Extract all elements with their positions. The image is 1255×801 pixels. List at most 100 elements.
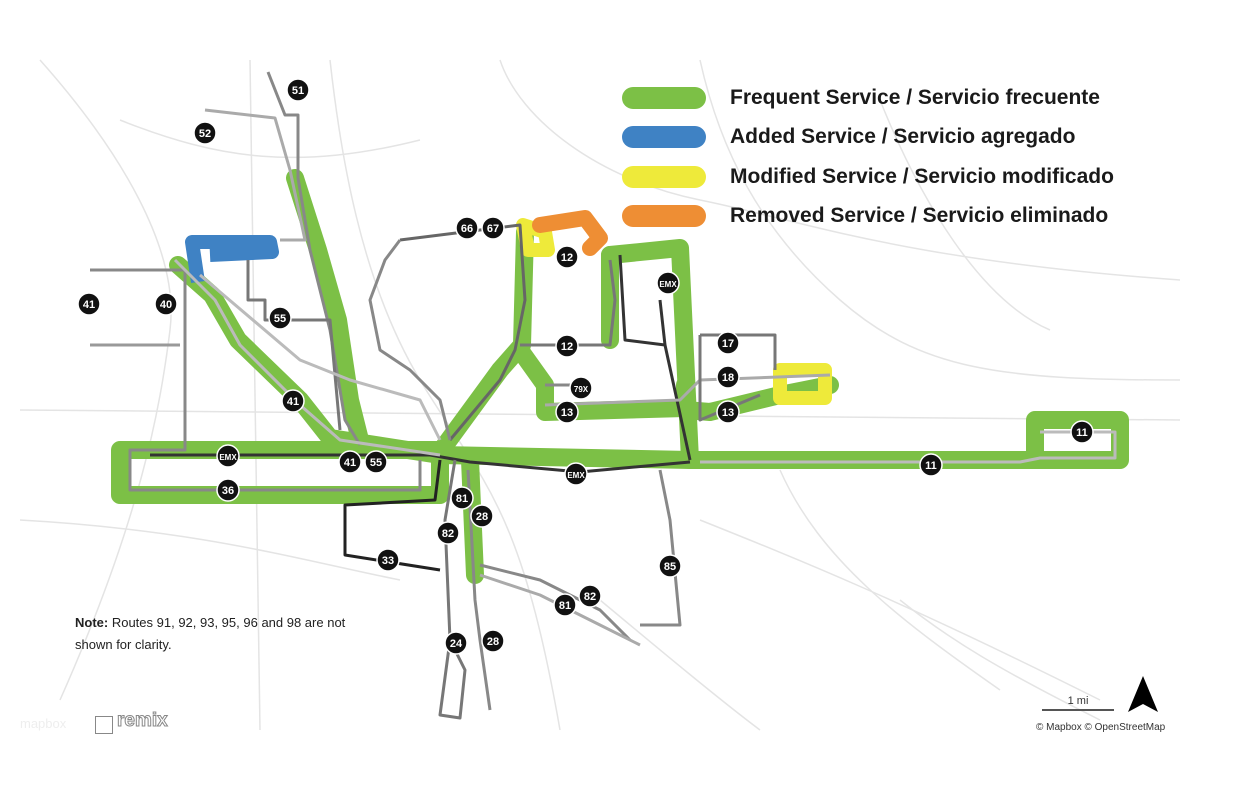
- route-badge-label: 79X: [574, 385, 589, 394]
- route-badge-circle: [77, 292, 101, 316]
- note-text: Routes 91, 92, 93, 95, 96 and 98 are not…: [75, 615, 346, 652]
- route-badge-label: 41: [287, 396, 299, 408]
- route-badge-label: 85: [664, 561, 676, 573]
- note-label: Note:: [75, 615, 109, 630]
- legend-swatch: [622, 86, 706, 109]
- route-badge-emx: EMX: [656, 271, 680, 295]
- route-badge-label: 24: [450, 638, 463, 650]
- route-badge-circle: [578, 584, 602, 608]
- route-badge-circle: [553, 593, 577, 617]
- route-badge-51: 51: [286, 78, 310, 102]
- legend: Frequent Service / Servicio frecuente Ad…: [622, 78, 1114, 236]
- route-badge-82: 82: [578, 584, 602, 608]
- route-badge-66: 66: [455, 216, 479, 240]
- legend-label: Added Service / Servicio agregado: [730, 125, 1076, 149]
- route-badge-label: 67: [487, 223, 499, 235]
- route-badge-label: 82: [584, 591, 596, 603]
- route-badge-28: 28: [481, 629, 505, 653]
- route-badge-41: 41: [281, 389, 305, 413]
- route-badge-circle: [716, 331, 740, 355]
- route-badge-circle: [481, 629, 505, 653]
- route-badge-circle: [455, 216, 479, 240]
- map-note: Note: Routes 91, 92, 93, 95, 96 and 98 a…: [75, 612, 375, 656]
- route-badge-label: 81: [559, 600, 571, 612]
- route-badge-label: 36: [222, 485, 234, 497]
- route-badge-label: 41: [344, 457, 356, 469]
- route-badge-label: 33: [382, 555, 394, 567]
- route-badge-circle: [268, 306, 292, 330]
- route-badge-label: 11: [925, 460, 937, 472]
- route-badge-circle: [656, 271, 680, 295]
- route-badge-circle: [716, 365, 740, 389]
- route-badge-11: 11: [919, 453, 943, 477]
- route-badge-13: 13: [716, 400, 740, 424]
- route-badge-28: 28: [470, 504, 494, 528]
- route-badge-85: 85: [658, 554, 682, 578]
- route-badge-label: 28: [487, 636, 499, 648]
- route-badge-label: 17: [722, 338, 734, 350]
- route-badge-36: 36: [216, 478, 240, 502]
- route-badge-label: 13: [722, 407, 734, 419]
- route-badge-circle: [481, 216, 505, 240]
- attribution[interactable]: © Mapbox © OpenStreetMap: [1036, 722, 1166, 733]
- route-badge-circle: [658, 554, 682, 578]
- route-badge-40: 40: [154, 292, 178, 316]
- route-badge-81: 81: [450, 486, 474, 510]
- route-badge-33: 33: [376, 548, 400, 572]
- route-badge-label: 41: [83, 299, 95, 311]
- route-badge-41: 41: [338, 450, 362, 474]
- route-badge-emx: EMX: [216, 444, 240, 468]
- route-badge-label: 28: [476, 511, 488, 523]
- remix-logo: remix: [117, 710, 169, 732]
- route-badge-label: EMX: [659, 280, 677, 289]
- route-badge-circle: [216, 478, 240, 502]
- legend-label: Modified Service / Servicio modificado: [730, 164, 1114, 188]
- route-badge-label: 18: [722, 372, 734, 384]
- route-badge-12: 12: [555, 334, 579, 358]
- route-badge-41: 41: [77, 292, 101, 316]
- route-badge-label: 66: [461, 223, 473, 235]
- remix-logo-icon: [95, 716, 113, 734]
- scale-bar: 1 mi: [1042, 695, 1114, 711]
- route-badge-circle: [555, 245, 579, 269]
- route-badge-emx: EMX: [564, 462, 588, 486]
- route-badge-circle: [919, 453, 943, 477]
- route-badge-circle: [450, 486, 474, 510]
- route-badge-label: 51: [292, 85, 304, 97]
- route-badge-label: 12: [561, 341, 573, 353]
- removed-service-route: [532, 210, 608, 256]
- route-badge-circle: [470, 504, 494, 528]
- route-badge-label: 13: [561, 407, 573, 419]
- route-badge-11: 11: [1070, 420, 1094, 444]
- route-badge-label: 82: [442, 528, 454, 540]
- legend-item-removed: Removed Service / Servicio eliminado: [622, 197, 1114, 237]
- route-badge-circle: [716, 400, 740, 424]
- route-badge-circle: [569, 376, 593, 400]
- route-badge-label: 55: [370, 457, 382, 469]
- legend-item-added: Added Service / Servicio agregado: [622, 118, 1114, 158]
- legend-swatch: [622, 165, 706, 188]
- route-badge-circle: [376, 548, 400, 572]
- route-badge-24: 24: [444, 631, 468, 655]
- route-badge-17: 17: [716, 331, 740, 355]
- route-badge-circle: [1070, 420, 1094, 444]
- frequent-service-routes: [111, 169, 1129, 584]
- route-badge-13: 13: [555, 400, 579, 424]
- route-badge-55: 55: [364, 450, 388, 474]
- route-badge-label: 55: [274, 313, 286, 325]
- legend-item-frequent: Frequent Service / Servicio frecuente: [622, 78, 1114, 118]
- legend-label: Frequent Service / Servicio frecuente: [730, 85, 1100, 109]
- route-badge-82: 82: [436, 521, 460, 545]
- route-badge-55: 55: [268, 306, 292, 330]
- route-badge-circle: [281, 389, 305, 413]
- route-badge-circle: [154, 292, 178, 316]
- route-badge-12: 12: [555, 245, 579, 269]
- route-badge-circle: [364, 450, 388, 474]
- route-badge-label: 11: [1076, 427, 1088, 439]
- route-badge-79x: 79X: [569, 376, 593, 400]
- legend-label: Removed Service / Servicio eliminado: [730, 204, 1109, 228]
- added-service-route: [185, 235, 279, 284]
- route-badge-label: 40: [160, 299, 172, 311]
